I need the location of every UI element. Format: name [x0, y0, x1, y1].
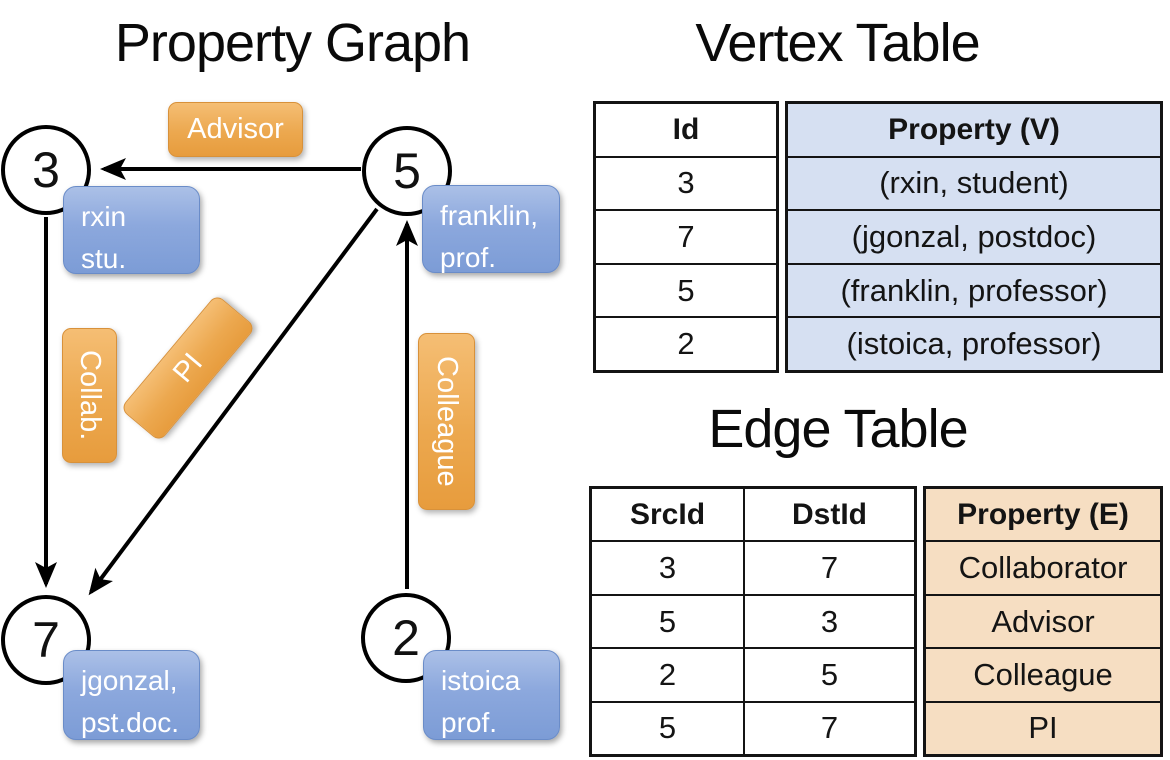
table-row: (jgonzal, postdoc)	[788, 209, 1160, 263]
table-row: 2 5	[592, 647, 914, 701]
vertex-property-line: stu.	[81, 243, 127, 274]
edge-dst-cell: 5	[743, 649, 914, 701]
vertex-property-line: franklin,	[440, 200, 539, 231]
vertex-table-property-column: Property (V) (rxin, student) (jgonzal, p…	[785, 101, 1163, 373]
vertex-property-line: prof.	[441, 707, 498, 738]
vertex-node-2: 2	[361, 593, 451, 683]
edge-property-cell: Advisor	[991, 603, 1095, 639]
table-header-row: Property (V)	[788, 104, 1160, 156]
edge-dst-cell: 3	[743, 595, 914, 648]
table-row: Collaborator	[926, 540, 1160, 593]
vertex-property-line: rxin	[81, 201, 127, 232]
column-header-property-e: Property (E)	[957, 497, 1129, 531]
edge-dst-cell: 7	[743, 702, 914, 755]
vertex-property-line: istoica	[441, 665, 521, 696]
table-row: 3	[596, 155, 776, 210]
table-row: 2	[596, 316, 776, 370]
table-row: (rxin, student)	[788, 155, 1160, 210]
vertex-property-cell: (rxin, student)	[879, 165, 1069, 201]
vertex-property-label-2: istoica prof.	[423, 650, 560, 740]
edge-table-id-columns: SrcId DstId 3 7 5 3 2 5 5 7	[589, 486, 917, 757]
vertex-table-id-column: Id 3 7 5 2	[593, 101, 779, 373]
column-header-dstid: DstId	[743, 489, 914, 541]
vertex-property-line: prof.	[440, 242, 497, 273]
edge-table-property-column: Property (E) Collaborator Advisor Collea…	[923, 486, 1163, 757]
vertex-id-cell: 7	[677, 218, 695, 254]
table-row: 5 7	[592, 700, 914, 755]
table-row: (franklin, professor)	[788, 262, 1160, 317]
vertex-id-cell: 3	[677, 165, 695, 201]
edge-src-cell: 3	[658, 550, 677, 586]
edge-label-collab: Collab.	[62, 328, 117, 463]
property-graph-title: Property Graph	[114, 13, 471, 73]
edge-property-cell: PI	[1028, 710, 1058, 746]
column-header-srcid: SrcId	[629, 497, 706, 531]
vertex-property-line: jgonzal,	[81, 665, 178, 696]
edge-pi-5-to-7	[88, 207, 379, 596]
edge-src-cell: 5	[658, 710, 677, 746]
vertex-property-line: pst.doc.	[81, 707, 180, 738]
column-header-property-v: Property (V)	[888, 112, 1060, 146]
edge-dst-cell: 7	[743, 542, 914, 594]
vertex-property-label-3: rxin stu.	[63, 186, 200, 274]
edge-table-title: Edge Table	[708, 399, 968, 459]
table-row: 5 3	[592, 593, 914, 648]
edge-label-advisor: Advisor	[168, 102, 303, 157]
table-row: 3 7	[592, 540, 914, 594]
edge-property-cell: Collaborator	[958, 550, 1128, 586]
vertex-property-cell: (jgonzal, postdoc)	[851, 218, 1097, 254]
table-header-row: SrcId DstId	[592, 489, 914, 541]
column-header-id: Id	[672, 112, 700, 146]
edge-label-colleague: Colleague	[418, 333, 475, 510]
edge-property-cell: Colleague	[973, 656, 1113, 692]
table-header-row: Id	[596, 104, 776, 156]
edge-src-cell: 5	[658, 603, 677, 639]
table-row: (istoica, professor)	[788, 316, 1160, 370]
vertex-node-5: 5	[362, 126, 452, 216]
vertex-table-title: Vertex Table	[695, 13, 980, 73]
table-row: Advisor	[926, 593, 1160, 647]
table-row: 7	[596, 209, 776, 263]
vertex-property-label-7: jgonzal, pst.doc.	[63, 650, 200, 740]
table-header-row: Property (E)	[926, 489, 1160, 540]
vertex-id-cell: 5	[677, 272, 695, 308]
vertex-property-cell: (franklin, professor)	[840, 272, 1108, 308]
table-row: PI	[926, 700, 1160, 754]
edge-src-cell: 2	[658, 656, 677, 692]
vertex-id-cell: 2	[677, 326, 695, 362]
graph-edges-canvas	[35, 158, 418, 596]
vertex-property-cell: (istoica, professor)	[846, 326, 1102, 362]
vertex-property-label-5: franklin, prof.	[422, 185, 560, 273]
table-row: Colleague	[926, 647, 1160, 700]
table-row: 5	[596, 262, 776, 317]
